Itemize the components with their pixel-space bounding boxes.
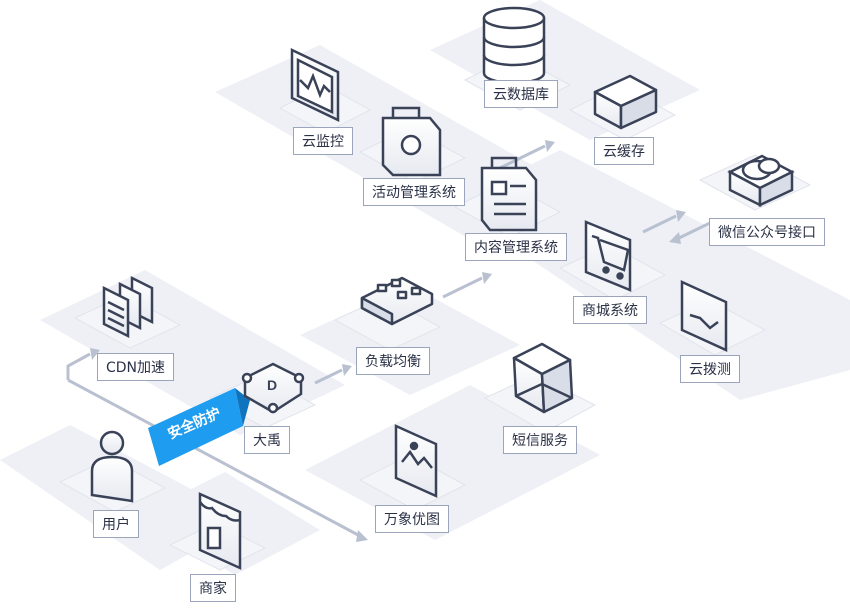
- cdn-pages-icon: [102, 275, 154, 339]
- label-wanxiang-image[interactable]: 万象优图: [375, 505, 449, 533]
- label-user[interactable]: 用户: [93, 510, 139, 538]
- merchant-shop-icon: [198, 492, 242, 570]
- label-cloud-probe[interactable]: 云拨测: [680, 355, 740, 383]
- connection-lines: [66, 144, 713, 538]
- label-cdn[interactable]: CDN加速: [97, 353, 175, 381]
- label-load-balance[interactable]: 负载均衡: [356, 347, 430, 375]
- label-cloud-database[interactable]: 云数据库: [484, 80, 558, 108]
- cache-server-icon: [593, 74, 658, 130]
- arrow-heads: [90, 140, 686, 542]
- image-icon: [394, 424, 438, 498]
- label-dayu[interactable]: 大禹: [244, 426, 290, 454]
- svg-text:D: D: [267, 377, 277, 393]
- user-icon: [90, 430, 134, 503]
- label-mall-system[interactable]: 商城系统: [573, 296, 647, 324]
- label-merchant[interactable]: 商家: [190, 574, 236, 602]
- wechat-icon: [727, 154, 795, 208]
- load-balancer-icon: [360, 276, 434, 326]
- sms-envelope-icon: [512, 342, 574, 414]
- label-cloud-monitor[interactable]: 云监控: [293, 127, 353, 155]
- dayu-shield-icon: D: [241, 362, 305, 414]
- label-content-management[interactable]: 内容管理系统: [465, 233, 567, 261]
- monitor-icon: [290, 48, 340, 122]
- probe-chart-icon: [680, 280, 728, 352]
- label-wechat-api[interactable]: 微信公众号接口: [709, 218, 825, 246]
- briefcase-icon: [381, 106, 442, 177]
- label-cloud-cache[interactable]: 云缓存: [594, 137, 654, 165]
- label-activity-management[interactable]: 活动管理系统: [363, 178, 465, 206]
- database-icon: [482, 6, 546, 85]
- shopping-cart-icon: [584, 220, 632, 292]
- label-sms-service[interactable]: 短信服务: [503, 426, 577, 454]
- content-document-icon: [480, 156, 538, 232]
